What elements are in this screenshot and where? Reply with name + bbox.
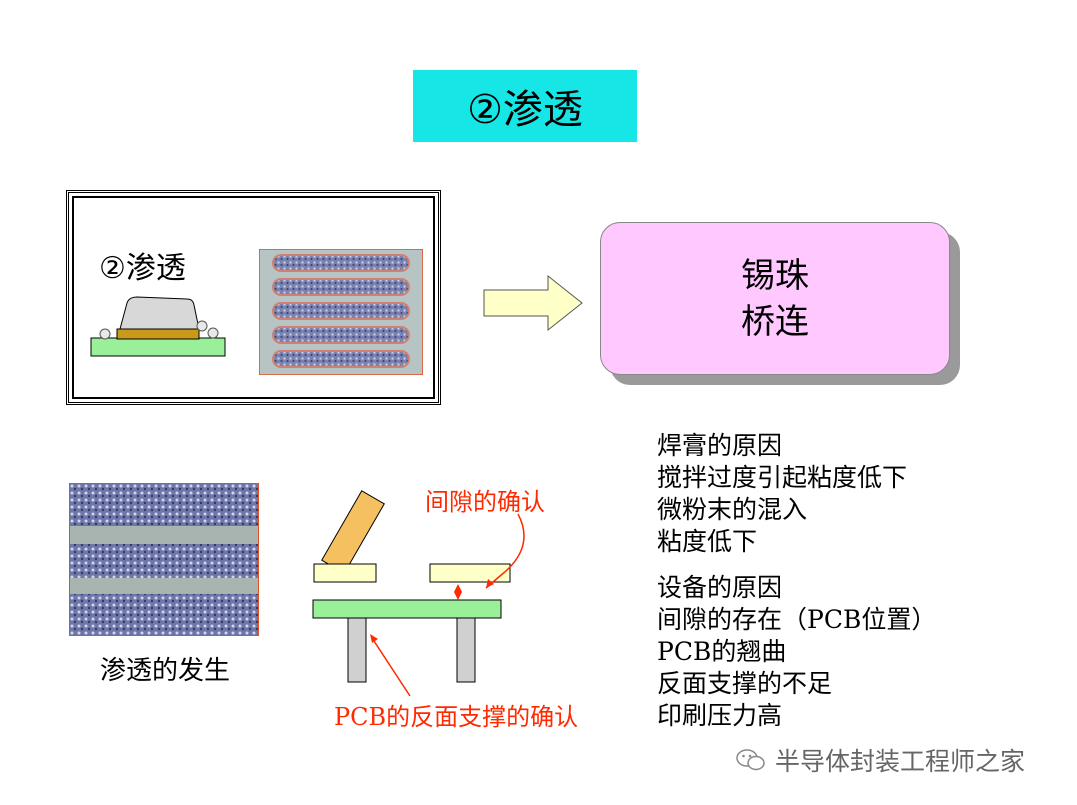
result-box: 锡珠 桥连 [600,222,950,375]
list-item: 间隙的存在（PCB位置） [657,605,937,634]
title-banner: ②渗透 [413,70,637,142]
gap-marker [454,584,462,600]
pcb-board [312,599,502,619]
list-item: 搅拌过度引起粘度低下 [657,463,908,492]
support-leader-arrowhead [370,634,378,643]
stencil-gap-diagram [312,490,525,697]
support-pin [347,617,367,683]
pcb-board [90,337,226,357]
panel-inner-border [72,196,435,399]
illustration-panel: ②渗透 [66,190,441,405]
list-item: 粘度低下 [657,527,758,556]
solder-ball [99,328,111,340]
paste-stripes [272,254,410,368]
equipment-causes: 设备的原因 间隙的存在（PCB位置） PCB的翘曲 反面支撑的不足 印刷压力高 [657,572,936,732]
result-line-1: 锡珠 [741,255,809,296]
watermark: 半导体封装工程师之家 [735,742,1025,778]
stencil-left [313,563,377,583]
list-item: 微粉末的混入 [657,495,808,524]
list-item: 印刷压力高 [657,701,783,730]
support-check-label: PCB的反面支撑的确认 [334,703,579,731]
solder-ball [207,327,219,339]
solder-ball [196,320,208,332]
page-title: ②渗透 [467,87,583,133]
photo-caption: 渗透的发生 [100,656,231,686]
support-leader-line [371,637,411,697]
gap-leader-line [485,513,525,589]
solder-pad [116,328,200,340]
result-line-2: 桥连 [741,301,809,342]
stencil-right [429,563,511,583]
gap-check-label: 间隙的确认 [425,488,545,516]
list-item: 反面支撑的不足 [657,669,833,698]
wechat-icon [736,749,765,771]
print-photo [259,249,423,375]
closeup-photo [69,483,259,636]
panel-label: ②渗透 [99,251,186,286]
causes-list: 焊膏的原因 搅拌过度引起粘度低下 微粉末的混入 粘度低下 设备的原因 间隙的存在… [657,430,936,746]
paste-causes-heading: 焊膏的原因 [657,431,783,460]
watermark-text: 半导体封装工程师之家 [775,747,1026,776]
component-illustration [90,296,226,357]
squeegee [321,490,385,574]
paste-causes: 焊膏的原因 搅拌过度引起粘度低下 微粉末的混入 粘度低下 [657,430,936,558]
gap-leader-arrowhead [486,579,494,588]
list-item: PCB的翘曲 [657,637,787,666]
equipment-causes-heading: 设备的原因 [657,573,783,602]
support-pin [456,617,476,683]
right-arrow-icon [483,274,583,332]
chip-component [119,296,200,330]
